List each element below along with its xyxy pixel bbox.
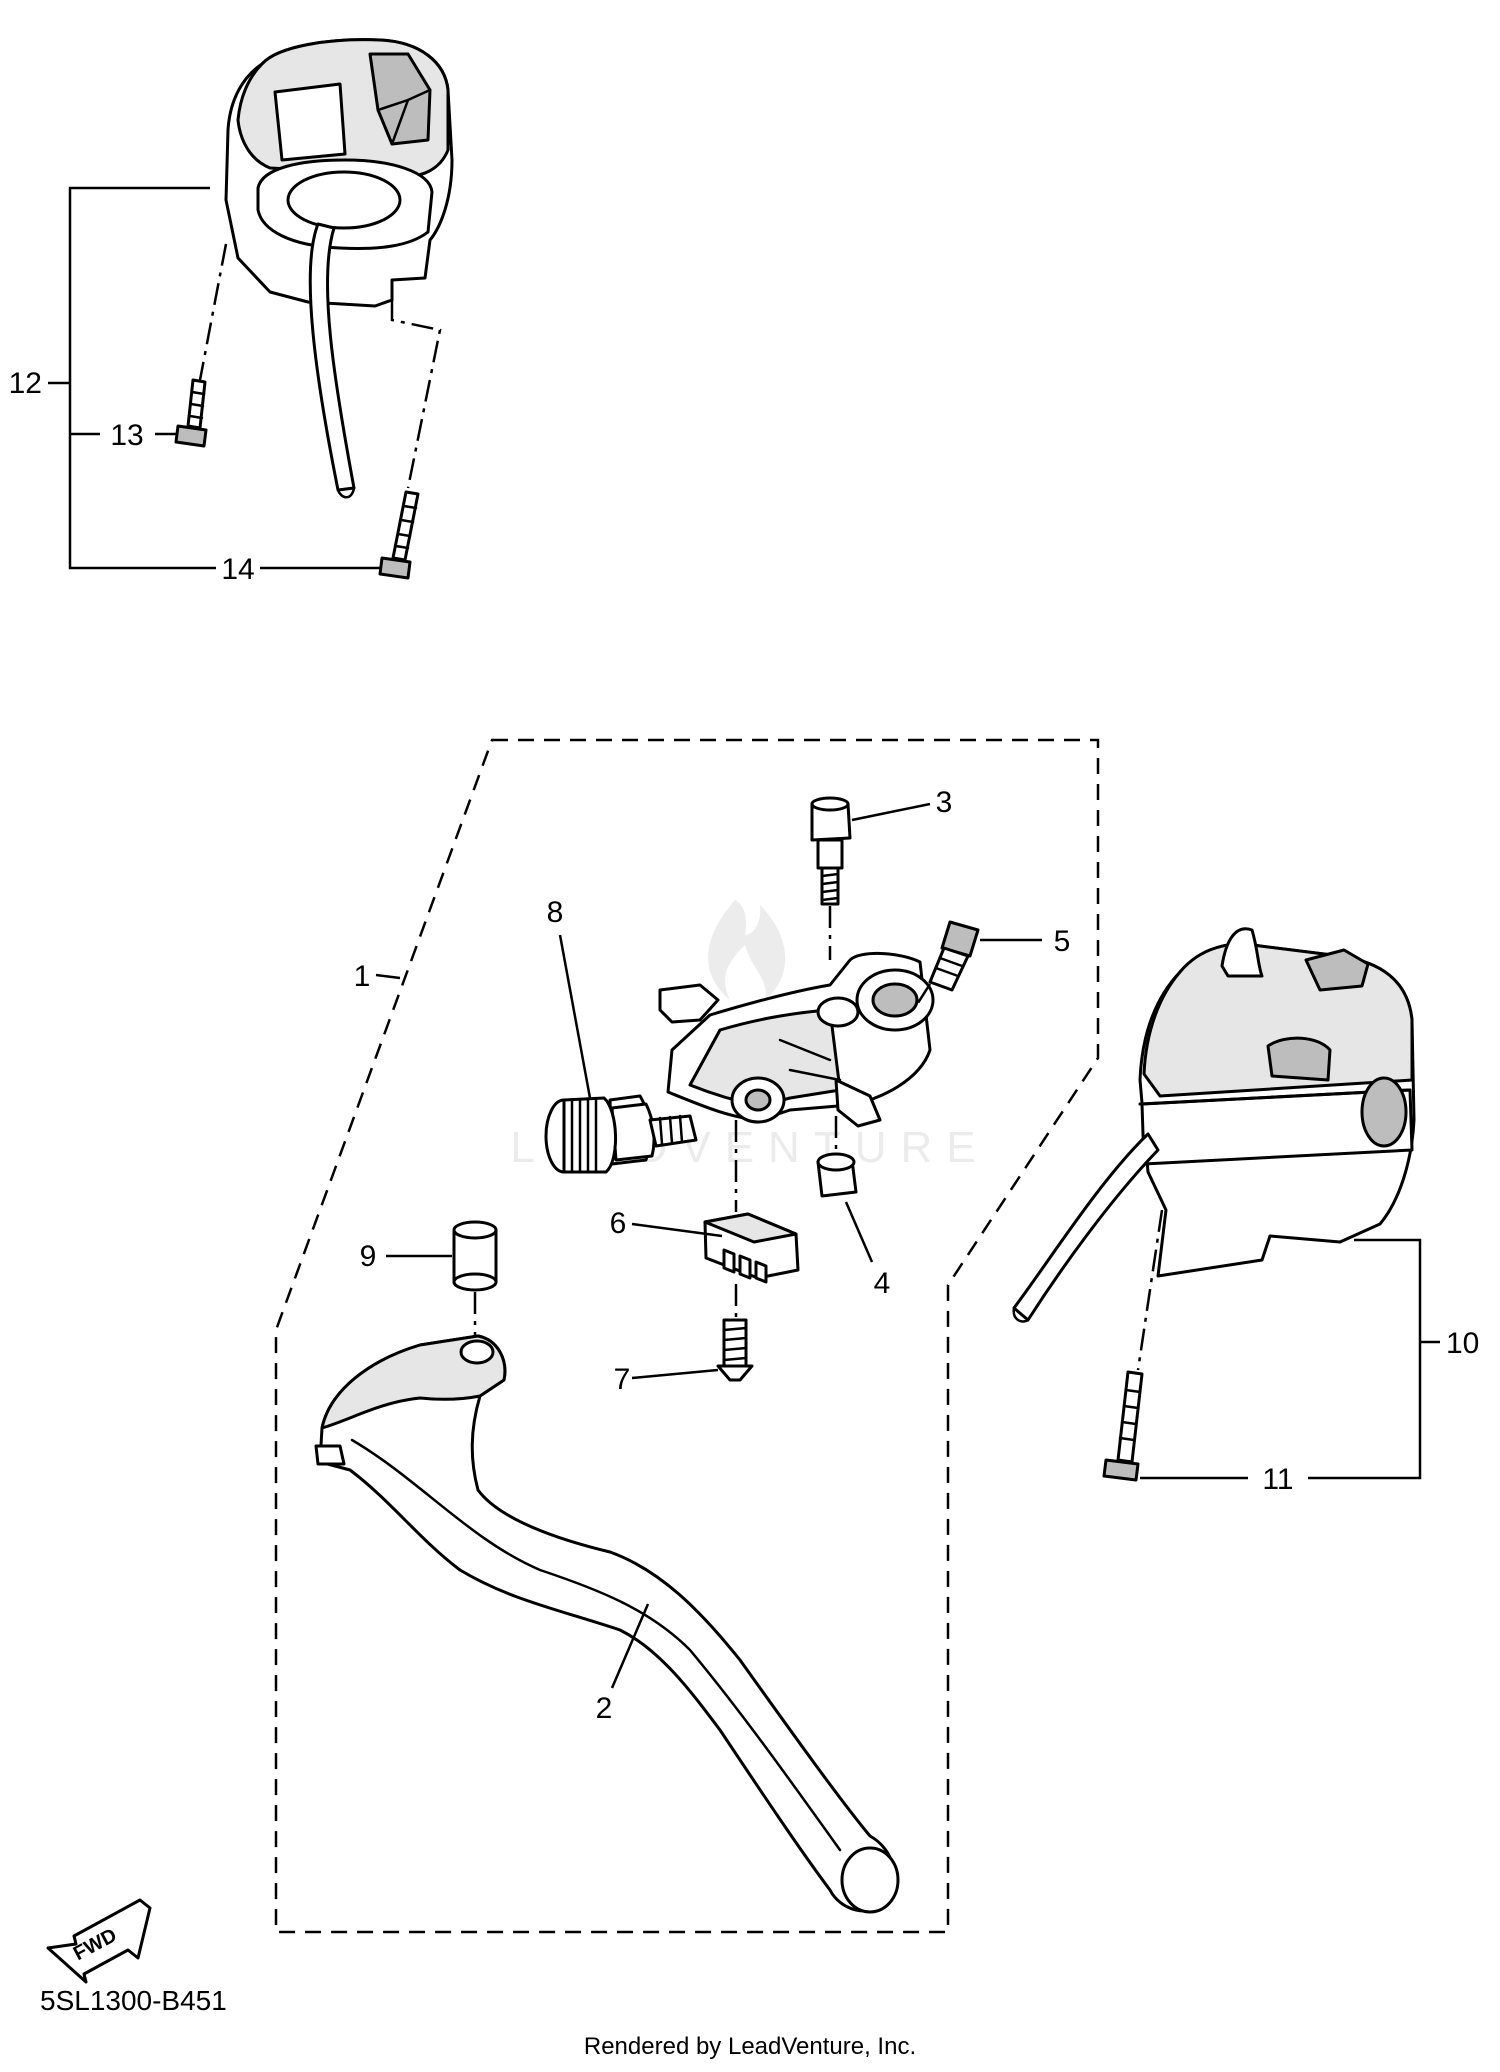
assembly-1-boundary: [274, 738, 1100, 1934]
left-handlebar-switch: [48, 38, 454, 580]
bolt-3: [810, 796, 931, 960]
screw-14: [378, 490, 420, 580]
switch-6: [631, 1120, 800, 1284]
lever-holder: [658, 951, 935, 1128]
callout-1-leader: [375, 973, 401, 980]
nut-4: [816, 1116, 874, 1263]
right-handlebar-switch: [1012, 927, 1440, 1482]
adjuster-knob-8: [544, 934, 698, 1174]
callout-10: 10: [1446, 1327, 1479, 1360]
flame-icon: [708, 900, 786, 1000]
callout-7: 7: [614, 1363, 631, 1396]
callout-2: 2: [596, 1692, 613, 1725]
callout-13: 13: [110, 419, 143, 452]
rendered-by: Rendered by LeadVenture, Inc.: [584, 2033, 916, 2060]
callout-1: 1: [354, 960, 371, 993]
callout-5: 5: [1054, 925, 1071, 958]
callout-11: 11: [1262, 1463, 1293, 1496]
screw-7: [631, 1284, 754, 1382]
bolt-5: [914, 920, 1042, 1007]
callout-9: 9: [360, 1240, 377, 1273]
callout-8: 8: [547, 896, 564, 929]
diagram-code: 5SL1300-B451: [40, 1985, 227, 2016]
screw-13: [174, 378, 208, 448]
callout-12: 12: [9, 367, 42, 400]
callout-6: 6: [610, 1207, 627, 1240]
collar-9: [386, 1220, 498, 1336]
fwd-arrow-icon: FWD: [46, 1898, 152, 1984]
screw-11: [1102, 1370, 1144, 1482]
callout-14: 14: [221, 553, 254, 586]
callout-3: 3: [936, 786, 953, 819]
callout-4: 4: [874, 1267, 891, 1300]
lever-2: [314, 1334, 900, 1914]
